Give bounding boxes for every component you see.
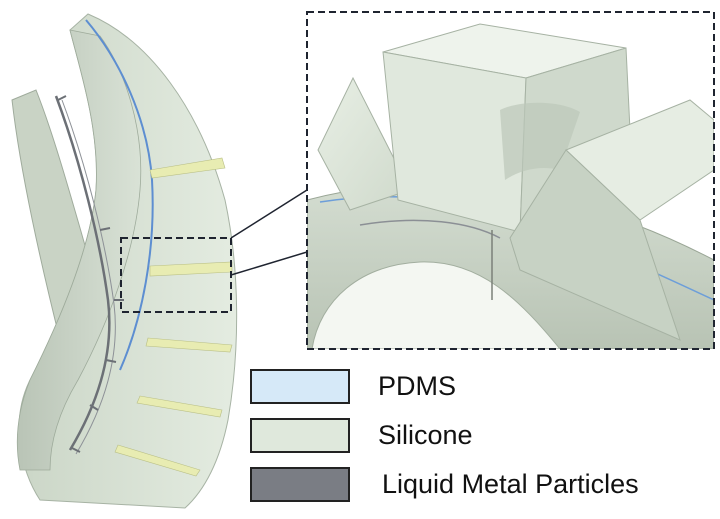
liquid-metal-track bbox=[54, 95, 111, 451]
legend-swatch-pdms bbox=[250, 369, 350, 404]
connector-line-bottom bbox=[230, 251, 308, 276]
zoom-inner-arc bbox=[311, 261, 561, 349]
zoom-frame bbox=[306, 11, 715, 350]
legend bbox=[250, 369, 350, 502]
legend-swatch-silicone bbox=[250, 418, 350, 453]
zoom-detail bbox=[307, 12, 714, 349]
metal-bridges bbox=[57, 95, 124, 453]
legend-label-liquid-metal: Liquid Metal Particles bbox=[382, 469, 639, 499]
legend-label-silicone: Silicone bbox=[378, 420, 473, 450]
zoom-right-wedge-face bbox=[509, 149, 681, 341]
connector-line-top bbox=[230, 189, 308, 239]
silicone-inner-face bbox=[16, 29, 142, 471]
zoom-metal-line bbox=[359, 219, 501, 239]
legend-swatch-liquid-metal bbox=[250, 467, 350, 502]
liquid-metal-track-2 bbox=[61, 99, 116, 455]
curved-actuator bbox=[11, 13, 238, 509]
pdms-layer bbox=[85, 19, 154, 371]
legend-label-pdms: PDMS bbox=[378, 371, 457, 401]
